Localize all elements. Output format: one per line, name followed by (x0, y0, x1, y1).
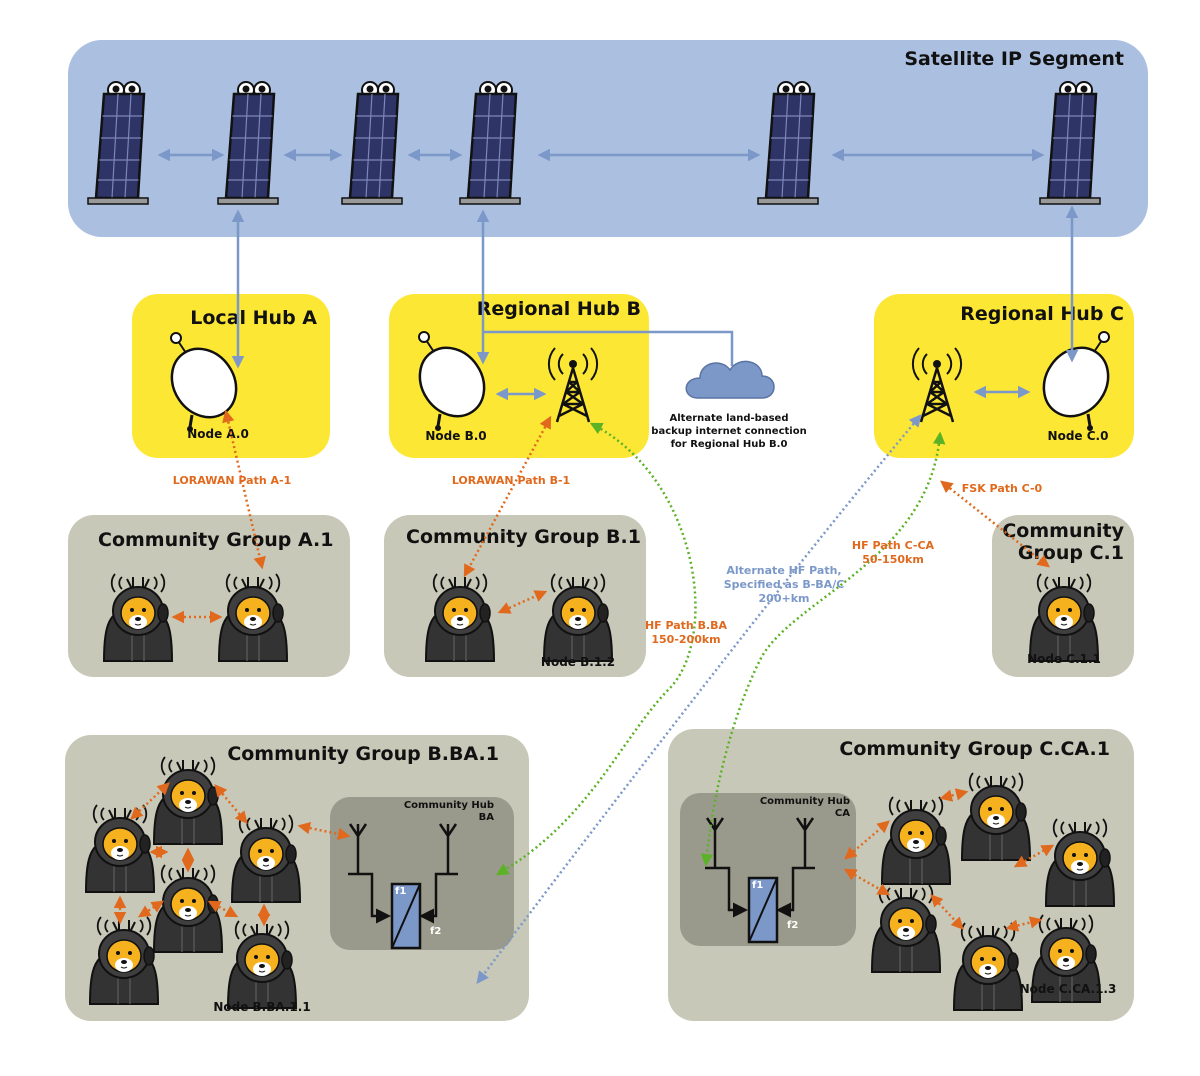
community-group-b1-title: Community Group B.1 (406, 526, 641, 548)
lorawan-path-a1-label: LORAWAN Path A-1 (173, 474, 292, 487)
community-group-a1-title: Community Group A.1 (98, 529, 334, 551)
community-hub-ba-title-line-1: Community Hub (404, 800, 494, 811)
hf-path-cca-label-line-1: HF Path C-CA (852, 539, 935, 552)
node-b0-label: Node B.0 (425, 429, 486, 443)
alternate-hf-link (476, 414, 922, 984)
fsk-path-c0-label: FSK Path C-0 (962, 482, 1043, 495)
community-group-c1-title-line-1: Community (1002, 520, 1124, 542)
node-c11-label: Node C.1.1 (1027, 652, 1101, 666)
local-hub-a-title: Local Hub A (190, 307, 317, 329)
community-hub-ba-f1: f1 (395, 886, 406, 897)
community-hub-ca-title-line-1: Community Hub (760, 796, 850, 807)
hf-path-bba-label-line-2: 150-200km (651, 633, 720, 646)
community-hub-ba-panel (330, 797, 514, 950)
community-hub-ca-title-line-2: CA (835, 808, 850, 819)
node-cca13-label: Node C.CA.1.3 (1020, 982, 1117, 996)
alternate-hf-label-line-3: 200+km (759, 592, 810, 605)
community-hub-ca-f2: f2 (787, 920, 798, 931)
cloud-caption-line-1: Alternate land-based (670, 413, 789, 424)
community-hub-ba-f2: f2 (430, 926, 441, 937)
cloud-caption: Alternate land-based backup internet con… (651, 413, 806, 450)
community-hub-ba-title-line-2: BA (479, 812, 495, 823)
node-bba11-label: Node B.BA.1.1 (213, 1000, 310, 1014)
regional-hub-b-title: Regional Hub B (477, 298, 641, 320)
node-b12-label: Node B.1.2 (541, 655, 615, 669)
cloud-caption-line-2: backup internet connection (651, 426, 806, 437)
node-a0-label: Node A.0 (187, 427, 249, 441)
hf-path-bba-label-line-1: HF Path B.BA (645, 619, 728, 632)
cloud-caption-line-3: for Regional Hub B.0 (671, 439, 788, 450)
lorawan-path-b1-label: LORAWAN Path B-1 (452, 474, 570, 487)
community-group-bba1-title: Community Group B.BA.1 (227, 743, 499, 765)
cloud-icon (685, 360, 775, 399)
satellite-uplinks (231, 205, 1079, 401)
satellite-segment-title: Satellite IP Segment (904, 48, 1124, 70)
alternate-hf-label-line-1: Alternate HF Path, (726, 564, 841, 577)
regional-hub-c-title: Regional Hub C (960, 303, 1124, 325)
alternate-hf-label-line-2: Specified as B-BA/C (724, 578, 845, 591)
community-group-c1-title-line-2: Group C.1 (1018, 542, 1124, 564)
hf-path-cca-label-line-2: 50-150km (862, 553, 924, 566)
satellite-segment-panel (68, 40, 1148, 237)
node-c0-label: Node C.0 (1048, 429, 1109, 443)
community-group-cca1-title: Community Group C.CA.1 (839, 738, 1110, 760)
community-hub-ca-f1: f1 (752, 880, 763, 891)
